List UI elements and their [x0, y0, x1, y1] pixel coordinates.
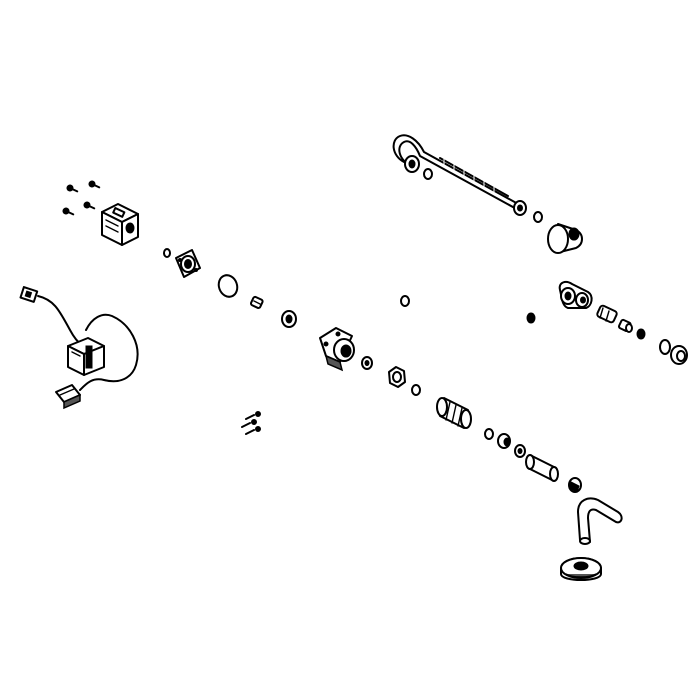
- screw: [83, 201, 96, 210]
- screw: [88, 180, 101, 189]
- washer: [484, 428, 494, 440]
- washer: [636, 328, 646, 340]
- wiring-harness: [19, 286, 139, 410]
- hex-nut: [388, 366, 406, 388]
- coupling: [436, 397, 472, 429]
- o-ring: [400, 295, 410, 307]
- washer: [361, 356, 373, 370]
- connector-plug: [19, 286, 39, 303]
- fitting: [596, 304, 618, 324]
- fitting: [670, 345, 688, 365]
- fitting: [568, 477, 582, 493]
- screw-set: [241, 411, 261, 435]
- o-ring: [217, 274, 239, 298]
- fitting: [497, 433, 511, 449]
- check-valve: [558, 281, 593, 309]
- threaded-shaft: [439, 157, 509, 197]
- o-ring: [659, 339, 671, 355]
- bent-tube: [577, 497, 623, 545]
- fitting: [618, 318, 633, 333]
- connector-plug: [55, 384, 81, 410]
- sensor-bracket: [67, 337, 105, 376]
- grommet: [560, 557, 602, 581]
- spacer-sleeve: [525, 454, 559, 482]
- washer: [281, 310, 297, 328]
- screw: [62, 207, 75, 216]
- hook-rod: [392, 134, 527, 216]
- mounting-flange: [175, 249, 201, 278]
- bushing: [250, 295, 264, 309]
- knob: [547, 223, 583, 254]
- stepper-motor: [101, 203, 139, 246]
- screw: [66, 184, 79, 193]
- screw-group-top-left: [62, 180, 101, 216]
- washer: [533, 211, 543, 223]
- washer: [411, 384, 421, 396]
- washer: [423, 168, 433, 180]
- washer: [514, 444, 526, 458]
- washer: [526, 312, 536, 324]
- valve-housing: [319, 327, 355, 372]
- washer: [163, 248, 171, 258]
